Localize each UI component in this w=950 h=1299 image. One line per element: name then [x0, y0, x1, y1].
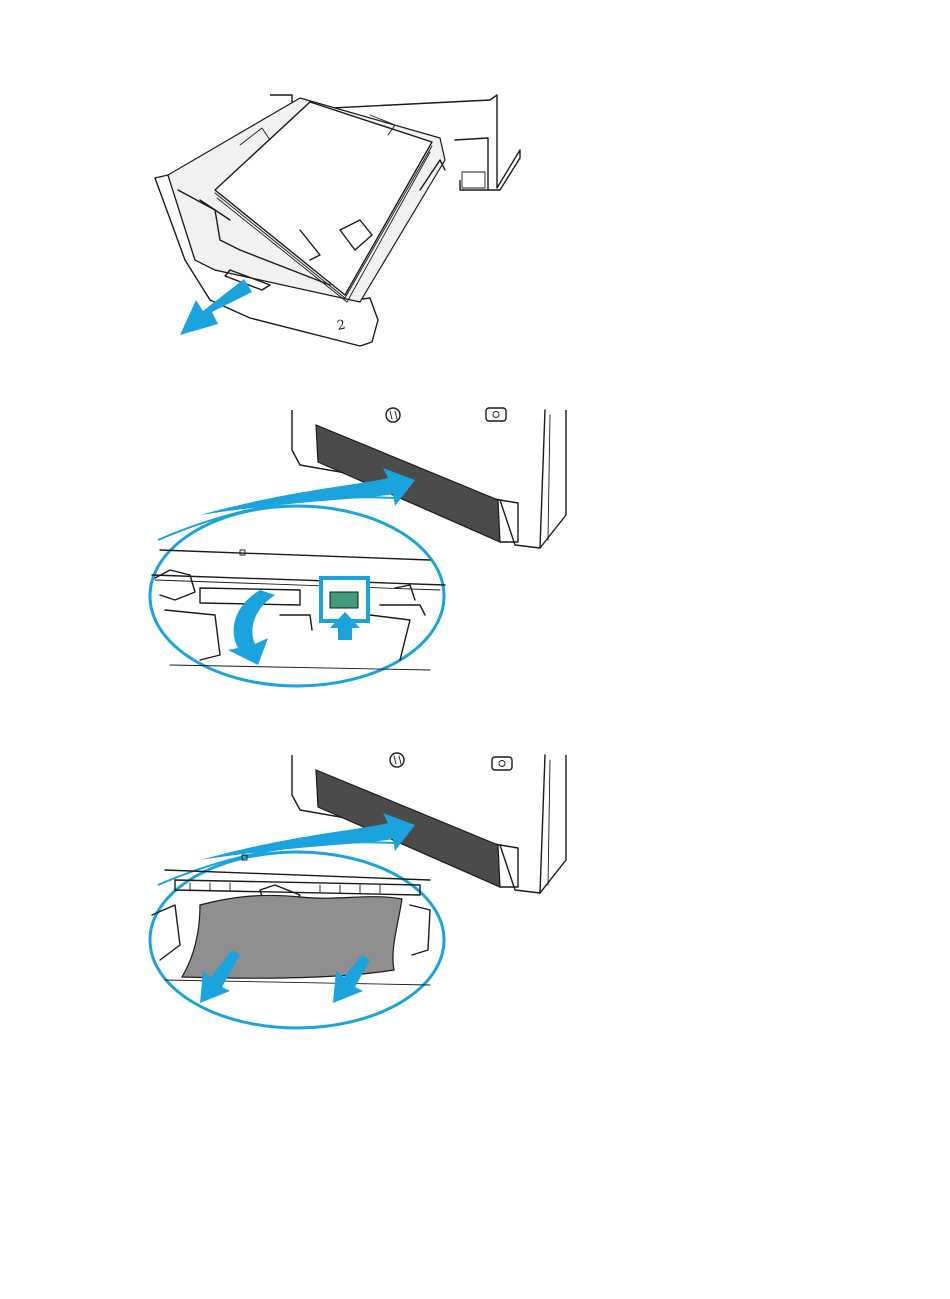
power-button-icon-2 [492, 757, 512, 770]
figure-push-green-latch [0, 400, 950, 700]
curved-down-arrow-icon [228, 590, 275, 665]
hp-logo-icon [386, 408, 400, 422]
power-button-icon [486, 408, 506, 421]
green-latch-icon [330, 592, 358, 608]
hp-logo-icon-2 [390, 753, 404, 767]
figure-remove-jammed-paper [0, 745, 950, 1035]
jammed-paper-sheet [182, 895, 402, 978]
figure-pull-out-tray: 2 [0, 80, 950, 370]
